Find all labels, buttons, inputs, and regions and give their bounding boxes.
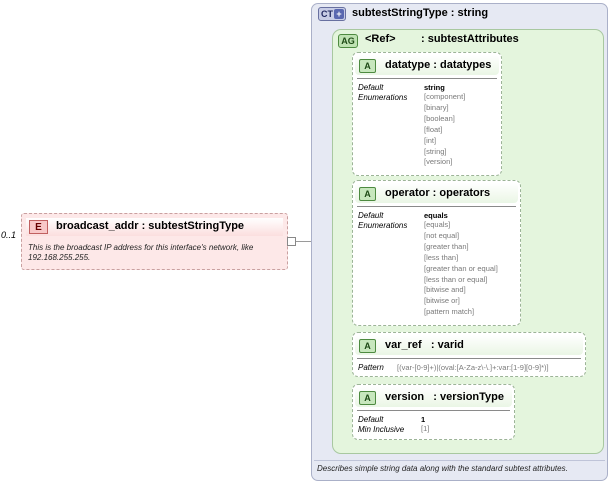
attribute-title: operator : operators — [385, 187, 491, 199]
enumeration-item: [equals] — [424, 220, 451, 229]
enumeration-item: [greater than] — [424, 241, 469, 251]
divider — [357, 358, 581, 359]
enumerations-label: Enumerations — [358, 221, 408, 230]
element-title: broadcast_addr : subtestStringType — [56, 220, 245, 232]
pattern-value: [(var-[0-9]+)|(oval:[A-Za-z\-\.]+:var:[1… — [397, 363, 549, 372]
enumeration-item: [float] — [424, 124, 443, 134]
attribute-header: A operator : operators — [355, 183, 518, 203]
attribute-badge-icon: A — [359, 59, 376, 73]
divider — [357, 78, 497, 79]
enumeration-item: [int] — [424, 135, 437, 145]
pattern-label: Pattern — [358, 363, 384, 372]
enumeration-item: [version] — [424, 157, 453, 167]
expand-toggle-icon[interactable] — [287, 237, 296, 246]
enumeration-item: [less than] — [424, 252, 459, 262]
divider — [357, 410, 510, 411]
enumerations-label: Enumerations — [358, 93, 408, 102]
min-inclusive-label: Min Inclusive — [358, 425, 405, 434]
element-header: E broadcast_addr : subtestStringType — [26, 218, 283, 236]
default-value: string — [424, 83, 445, 92]
enumeration-item: [component] — [424, 92, 466, 101]
element-badge-icon: E — [29, 220, 48, 234]
attribute-title: version : versionType — [385, 391, 505, 403]
attribute-header: A version : versionType — [355, 387, 512, 407]
enumeration-list: [equals] [not equal] [greater than] [les… — [424, 220, 498, 318]
complex-type-header: CT + subtestStringType : string — [314, 5, 605, 24]
complex-type-documentation: Describes simple string data along with … — [317, 464, 568, 473]
enumeration-item: [pattern match] — [424, 307, 475, 317]
attribute-operator[interactable]: A operator : operators Default equals En… — [352, 180, 521, 326]
attribute-group-badge-icon: AG — [338, 34, 358, 48]
divider — [357, 206, 516, 207]
min-inclusive-value: [1] — [421, 424, 430, 433]
complex-type-badge-label: CT — [321, 9, 333, 19]
attribute-header: A datatype : datatypes — [355, 55, 499, 75]
plus-icon: + — [334, 9, 344, 19]
enumeration-item: [bitwise and] — [424, 285, 466, 295]
enumeration-item: [boolean] — [424, 113, 455, 123]
enumeration-item: [less than or equal] — [424, 274, 488, 284]
attribute-group-name: : subtestAttributes — [421, 33, 519, 45]
complex-type-badge-icon: CT + — [318, 7, 346, 21]
default-label: Default — [358, 415, 384, 424]
enumeration-list: [component] [binary] [boolean] [float] [… — [424, 92, 465, 168]
default-value: 1 — [421, 415, 426, 424]
attribute-header: A var_ref : varid — [355, 335, 583, 355]
attribute-group-title: <Ref> : subtestAttributes — [365, 33, 519, 45]
enumeration-item: [binary] — [424, 102, 449, 112]
attribute-title: datatype : datatypes — [385, 59, 492, 71]
element-node[interactable]: E broadcast_addr : subtestStringType Thi… — [21, 213, 296, 270]
default-label: Default — [358, 83, 384, 92]
divider — [314, 460, 605, 461]
complex-type-title: subtestStringType : string — [352, 7, 489, 19]
attribute-var-ref[interactable]: A var_ref : varid Pattern [(var-[0-9]+)|… — [352, 332, 586, 377]
element-occurrence: 0..1 — [1, 230, 17, 240]
attribute-version[interactable]: A version : versionType Default 1 Min In… — [352, 384, 515, 440]
attribute-badge-icon: A — [359, 391, 376, 405]
attribute-datatype[interactable]: A datatype : datatypes Default string En… — [352, 52, 502, 176]
attribute-badge-icon: A — [359, 187, 376, 201]
enumeration-item: [bitwise or] — [424, 296, 460, 306]
enumeration-item: [not equal] — [424, 230, 460, 240]
attribute-title: var_ref : varid — [385, 339, 464, 351]
attribute-badge-icon: A — [359, 339, 376, 353]
enumeration-item: [greater than or equal] — [424, 263, 498, 273]
attribute-group-ref: <Ref> — [365, 33, 396, 45]
enumeration-item: [string] — [424, 146, 447, 156]
connector-element-to-type — [288, 241, 312, 242]
default-value: equals — [424, 211, 448, 220]
element-documentation: This is the broadcast IP address for thi… — [28, 243, 254, 262]
default-label: Default — [358, 211, 384, 220]
